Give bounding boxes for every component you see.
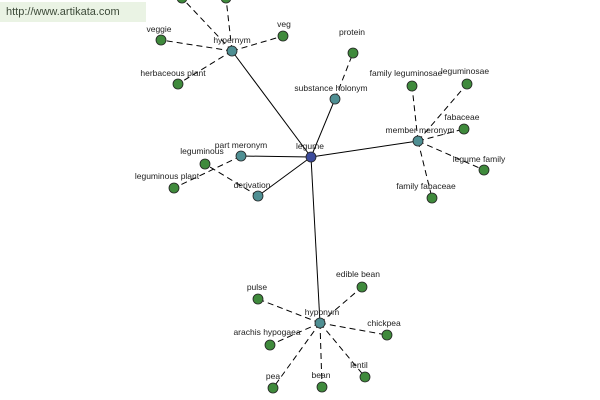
node-label-legume-family: legume family xyxy=(453,154,506,164)
node-veggie[interactable] xyxy=(155,34,167,46)
node-label-bean: bean xyxy=(312,370,331,380)
node-label-pea: pea xyxy=(266,371,280,381)
node-hyp-top-1[interactable] xyxy=(176,0,188,4)
node-label-veg: veg xyxy=(277,19,291,29)
edge-legume-to-hyponym xyxy=(310,156,321,324)
node-label-member-meronym: member meronym xyxy=(386,125,455,135)
edge-hyponym-to-chickpea xyxy=(319,322,388,336)
edge-hyponym-to-pea xyxy=(272,322,321,389)
node-part-meronym[interactable] xyxy=(235,150,247,162)
node-legume[interactable] xyxy=(305,151,317,163)
edge-legume-to-substance-holonym xyxy=(310,98,336,158)
edge-hypernym-to-hyp-top-1 xyxy=(183,0,233,52)
edge-legume-to-member-meronym xyxy=(310,140,419,158)
node-label-part-meronym: part meronym xyxy=(215,140,267,150)
node-hypernym[interactable] xyxy=(226,45,238,57)
source-url: http://www.artikata.com xyxy=(0,2,146,22)
edge-substance-holonym-to-protein xyxy=(334,52,354,100)
node-substance-holonym[interactable] xyxy=(329,93,341,105)
node-label-fabaceae: fabaceae xyxy=(445,112,480,122)
node-family-leguminosae[interactable] xyxy=(406,80,418,92)
node-label-pulse: pulse xyxy=(247,282,268,292)
node-label-arachis-hypogaea: arachis hypogaea xyxy=(233,327,300,337)
node-label-legume: legume xyxy=(296,141,324,151)
node-label-lentil: lentil xyxy=(350,360,368,370)
node-leguminosae[interactable] xyxy=(461,78,473,90)
edge-legume-to-derivation xyxy=(257,156,312,197)
node-label-family-fabaceae: family fabaceae xyxy=(396,181,456,191)
node-member-meronym[interactable] xyxy=(412,135,424,147)
node-label-chickpea: chickpea xyxy=(367,318,401,328)
edge-derivation-to-leguminous xyxy=(204,163,259,197)
node-veg[interactable] xyxy=(277,30,289,42)
edge-hypernym-to-herbaceous-plant xyxy=(177,50,233,85)
edge-hyponym-to-arachis-hypogaea xyxy=(269,322,321,346)
node-label-herbaceous-plant: herbaceous plant xyxy=(140,68,206,78)
node-label-protein: protein xyxy=(339,27,365,37)
node-label-leguminous: leguminous xyxy=(180,146,223,156)
node-protein[interactable] xyxy=(347,47,359,59)
node-pea[interactable] xyxy=(267,382,279,394)
node-label-veggie: veggie xyxy=(146,24,171,34)
edge-member-meronym-to-fabaceae xyxy=(417,128,465,142)
node-label-substance-holonym: substance holonym xyxy=(294,83,367,93)
edge-legume-to-part-meronym xyxy=(240,155,312,158)
graph-nodes xyxy=(155,0,490,394)
edge-legume-to-hypernym xyxy=(231,50,312,158)
graph-edges xyxy=(160,0,485,389)
node-label-edible-bean: edible bean xyxy=(336,269,380,279)
node-legume-family[interactable] xyxy=(478,164,490,176)
node-family-fabaceae[interactable] xyxy=(426,192,438,204)
node-leguminous[interactable] xyxy=(199,158,211,170)
node-hyponym[interactable] xyxy=(314,317,326,329)
node-edible-bean[interactable] xyxy=(356,281,368,293)
graph-labels: legume hypernym substance holonym member me… xyxy=(135,19,506,381)
edge-part-meronym-to-leguminous-plant xyxy=(173,155,242,189)
node-bean[interactable] xyxy=(316,381,328,393)
node-leguminous-plant[interactable] xyxy=(168,182,180,194)
node-pulse[interactable] xyxy=(252,293,264,305)
node-label-leguminous-plant: leguminous plant xyxy=(135,171,200,181)
node-chickpea[interactable] xyxy=(381,329,393,341)
edge-hyponym-to-pulse xyxy=(257,298,321,324)
edge-member-meronym-to-leguminosae xyxy=(417,83,468,142)
edge-hypernym-to-veg xyxy=(231,35,284,52)
edge-member-meronym-to-legume-family xyxy=(417,140,485,171)
node-label-hypernym: hypernym xyxy=(213,35,250,45)
edge-hypernym-to-hyp-top-2 xyxy=(225,0,233,52)
edge-hyponym-to-edible-bean xyxy=(319,286,363,324)
node-label-derivation: derivation xyxy=(234,180,271,190)
edge-hyponym-to-lentil xyxy=(319,322,366,378)
node-lentil[interactable] xyxy=(359,371,371,383)
node-arachis-hypogaea[interactable] xyxy=(264,339,276,351)
node-hyp-top-2[interactable] xyxy=(220,0,232,4)
node-label-hyponym: hyponym xyxy=(305,307,340,317)
node-label-leguminosae: leguminosae xyxy=(441,66,489,76)
node-label-family-leguminosae: family leguminosae xyxy=(370,68,443,78)
node-fabaceae[interactable] xyxy=(458,123,470,135)
node-herbaceous-plant[interactable] xyxy=(172,78,184,90)
edge-hyponym-to-bean xyxy=(319,322,323,388)
edge-hypernym-to-veggie xyxy=(160,39,233,52)
node-derivation[interactable] xyxy=(252,190,264,202)
